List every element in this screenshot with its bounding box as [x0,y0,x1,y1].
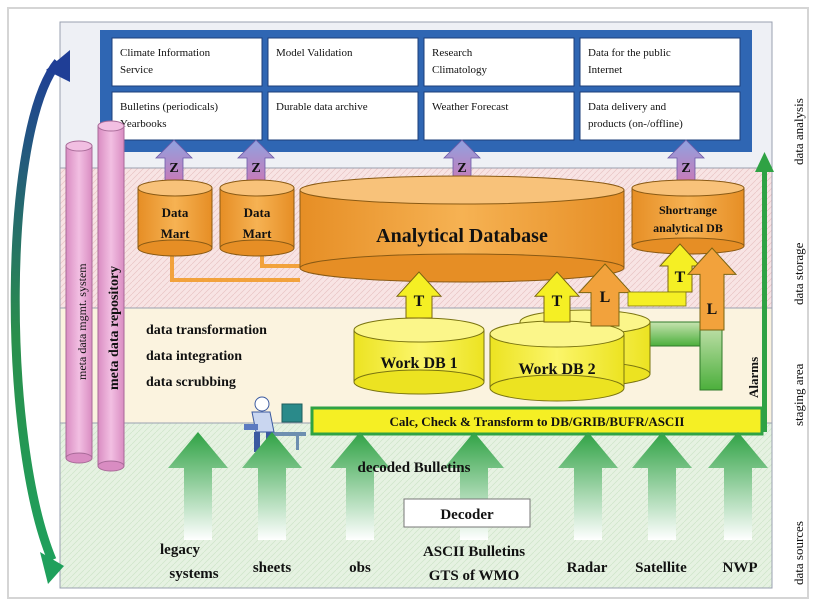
source-radar-label: Radar [567,560,608,576]
work-db-1-label: Work DB 1 [380,355,457,372]
source-legacy-line-1: legacy [160,542,200,558]
product-box-text: Service [120,64,153,76]
source-up-arrow [558,432,618,540]
product-box-text: Yearbooks [120,118,167,130]
source-up-arrow [330,432,390,540]
source-legacy-line-2: systems [169,566,218,582]
t-arrow-workdb2: T [533,271,581,323]
product-box-text: Bulletins (periodicals) [120,101,218,113]
work-db-2-label: Work DB 2 [518,361,595,378]
product-box: Model Validation [267,37,419,87]
shortrange-connector [627,291,687,307]
feedback-curve-arrowhead [40,552,64,584]
source-up-arrow [708,432,768,540]
product-box-text: Durable data archive [276,101,368,113]
shortrange-analytical-db: Shortrange analytical DB [631,179,745,255]
data-mart-1-line-1: Data [162,205,189,220]
t-arrow-workdb2-label: T [552,293,563,310]
z-arrow-label: Z [681,161,690,176]
layer-label-analysis: data analysis [791,98,806,165]
source-nwp-label: NWP [723,560,758,576]
source-ascii-line-1: ASCII Bulletins [423,544,525,560]
l-arrow-right: L [686,247,738,331]
meta-mgmt-cylinder [65,140,93,464]
product-box: Bulletins (periodicals) Yearbooks [111,91,263,141]
source-up-arrow [444,432,504,540]
data-mart-2-line-1: Data [244,205,271,220]
product-box: Durable data archive [267,91,419,141]
l-arrow-right-label: L [707,301,718,318]
layer-label-storage: data storage [791,242,806,305]
feedback-curve-arrowtail [46,50,70,82]
product-box: Data delivery and products (on-/offline) [579,91,741,141]
calc-transform-label: Calc, Check & Transform to DB/GRIB/BUFR/… [390,414,685,429]
product-box-text: products (on-/offline) [588,118,683,130]
z-arrow: Z [155,139,193,183]
analytical-database-label: Analytical Database [376,225,548,247]
analytical-database: Analytical Database [299,175,625,283]
db-to-mart-flows [170,254,300,282]
meta-repository-label: meta data repository [107,266,122,390]
data-mart-1-line-2: Mart [161,226,191,241]
layer-label-staging: staging area [791,363,806,426]
z-arrow-label: Z [457,161,466,176]
decoded-bulletins-label: decoded Bulletins [358,460,471,476]
meta-mgmt-label: meta data mgmt. system [75,263,89,380]
product-box-text: Weather Forecast [432,101,508,113]
t-arrow-shortrange-label: T [675,269,686,286]
work-db-1: Work DB 1 [353,317,485,395]
t-arrow-workdb1-label: T [414,293,425,310]
source-satellite-label: Satellite [635,560,687,576]
meta-repository-cylinder [97,120,125,472]
decoder-box [403,498,531,528]
data-mart-1: Data Mart [137,179,213,257]
alarms-arrow-shaft [762,170,767,432]
decoder-label: Decoder [440,507,494,523]
layer-label-sources: data sources [791,521,806,585]
alarms-label: Alarms [746,357,761,398]
l-arrow-left-label: L [600,289,611,306]
source-up-arrow [632,432,692,540]
t-arrow-shortrange: T [658,243,702,293]
z-arrow-label: Z [251,161,260,176]
z-arrow-label: Z [169,161,178,176]
alarms-arrowhead [755,152,774,172]
product-box-text: Climate Information [120,47,211,59]
staging-step-3: data scrubbing [146,375,236,390]
product-box: Weather Forecast [423,91,575,141]
source-up-arrows [168,432,768,540]
product-box-text: Internet [588,64,622,76]
l-arrow-left: L [577,263,633,327]
operator-workstation-icon [244,396,306,452]
data-mart-2-line-2: Mart [243,226,273,241]
product-box-text: Data for the public [588,47,671,59]
product-box-text: Model Validation [276,47,353,59]
source-up-arrow [242,432,302,540]
source-ascii-line-2: GTS of WMO [429,568,520,584]
source-obs-label: obs [349,560,371,576]
transform-load-arrows: T T L T L [395,243,738,331]
data-mart-2: Data Mart [219,179,295,257]
source-up-arrow [168,432,228,540]
z-arrow: Z [237,139,275,183]
source-sheets-label: sheets [253,560,291,576]
feedback-curve-arrow [10,59,62,562]
z-arrow: Z [667,139,705,183]
calc-transform-bar [310,406,764,436]
shortrange-db-line-1: Shortrange [659,203,718,217]
shortrange-db-line-2: analytical DB [653,221,723,235]
product-box-text: Research [432,47,473,59]
product-box-text: Climatology [432,64,488,76]
staging-step-1: data transformation [146,323,267,338]
t-arrow-workdb1: T [395,271,443,319]
staging-step-2: data integration [146,349,242,364]
product-box-text: Data delivery and [588,101,667,113]
